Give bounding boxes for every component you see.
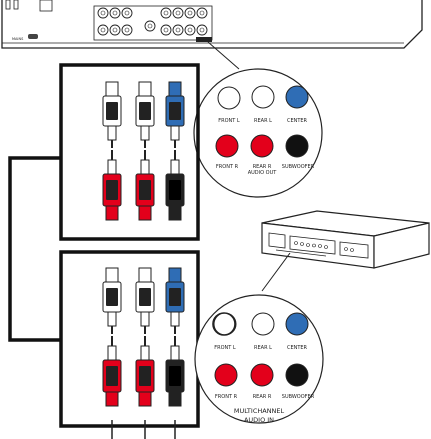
plug-top-red-1 — [102, 150, 122, 221]
plug-set-bottom — [102, 267, 185, 407]
label-center: CENTER — [287, 345, 308, 351]
jack-front-l-icon — [217, 86, 241, 110]
label-rear-r: REAR R — [253, 164, 272, 170]
plug-top-white-1 — [102, 81, 122, 148]
plug-top-black — [165, 150, 185, 221]
jack-rear-r-icon — [250, 363, 274, 387]
label-rear-l: REAR L — [254, 118, 272, 124]
label-multichannel: MULTICHANNEL — [234, 407, 285, 415]
plug-set-top — [102, 81, 185, 221]
jack-subwoofer-icon — [285, 363, 309, 387]
jack-center-icon — [285, 85, 309, 109]
callout-bottom: FRONT L REAR L CENTER FRONT R REAR R SUB… — [194, 294, 324, 424]
player-rear-panel: MAINS — [1, 0, 423, 49]
plug-bottom-white-1 — [102, 267, 122, 334]
label-front-r: FRONT R — [216, 164, 239, 170]
label-front-r: FRONT R — [215, 394, 238, 400]
callout-line-bottom — [261, 252, 291, 292]
label-audio-in: AUDIO IN — [244, 416, 274, 424]
receiver-device — [261, 210, 430, 269]
callout-line-top — [207, 41, 240, 70]
plug-top-red-2 — [135, 150, 155, 221]
plug-bottom-black — [165, 336, 185, 407]
jack-rear-r-icon — [250, 134, 274, 158]
label-subwoofer: SUBWOOFER — [282, 164, 315, 170]
plug-bottom-red-2 — [135, 336, 155, 407]
plug-bottom-red-1 — [102, 336, 122, 407]
jack-subwoofer-icon — [285, 134, 309, 158]
label-rear-r: REAR R — [253, 394, 272, 400]
label-audio-out: AUDIO OUT — [248, 170, 278, 176]
callout-top: FRONT L REAR L CENTER FRONT R REAR R AUD… — [193, 68, 323, 198]
plug-top-white-2 — [135, 81, 155, 148]
jack-rear-l-icon — [251, 312, 275, 336]
jack-rear-l-icon — [251, 85, 275, 109]
jack-front-r-icon — [215, 134, 239, 158]
label-front-l: FRONT L — [214, 345, 236, 351]
jack-front-r-icon — [214, 363, 238, 387]
svg-text:MAINS: MAINS — [12, 37, 24, 41]
plug-bottom-white-2 — [135, 267, 155, 334]
label-front-l: FRONT L — [218, 118, 240, 124]
jack-center-icon — [285, 312, 309, 336]
label-rear-l: REAR L — [254, 345, 272, 351]
cables-out — [111, 420, 176, 439]
label-subwoofer: SUBWOOFER — [282, 394, 315, 400]
plug-bottom-blue — [165, 267, 185, 334]
label-center: CENTER — [287, 118, 308, 124]
plug-top-blue — [165, 81, 185, 148]
